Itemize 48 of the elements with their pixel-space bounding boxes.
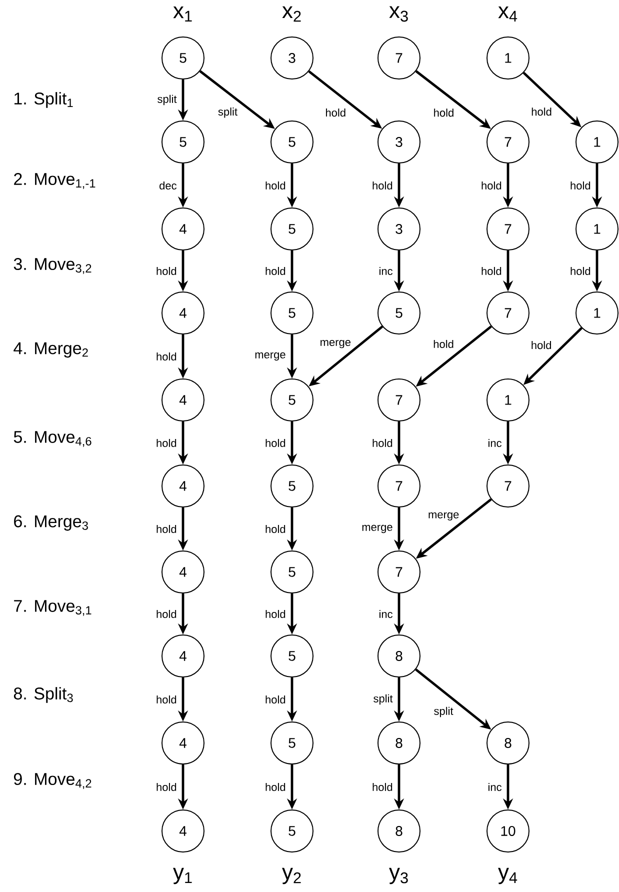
step-label: 7. Move$_{3,1}$ <box>14 600 92 616</box>
edge-label: hold <box>264 180 287 191</box>
edge-label: hold <box>324 108 348 118</box>
step-label: 3. Move$_{3,2}$ <box>14 258 92 274</box>
edge-label: hold <box>155 608 178 620</box>
edge-label: hold <box>155 694 178 705</box>
step-label: 9. Move$_{4,2}$ <box>14 773 92 789</box>
edge-label: hold <box>155 351 178 362</box>
step-label: 6. Merge$_{3}$ <box>14 515 88 531</box>
step-label: 5. Move$_{4,6}$ <box>14 431 92 447</box>
edge-label: hold <box>480 266 503 276</box>
edge-label: hold <box>371 438 394 448</box>
edge-label: hold <box>264 608 287 620</box>
edge-label: merge <box>254 351 287 362</box>
edge-label: hold <box>155 524 178 534</box>
edge-label: inc <box>378 608 394 620</box>
edge-label: hold <box>432 108 456 118</box>
edge-label: inc <box>378 266 394 276</box>
step-label: 2. Move$_{1,-1}$ <box>14 173 96 189</box>
edge-label: hold <box>155 266 178 276</box>
edge-label: hold <box>371 180 394 191</box>
step-label: 1. Split$_{1}$ <box>14 92 73 108</box>
edge-label: hold <box>264 266 287 276</box>
edge-label: split <box>216 106 238 119</box>
edge-label: dec <box>158 180 178 191</box>
edge-label: hold <box>155 438 178 448</box>
edge-label: hold <box>432 338 455 350</box>
edge-label: hold <box>264 782 287 792</box>
edge-label: inc <box>486 782 503 792</box>
edge-label: hold <box>371 782 394 792</box>
edge-label: merge <box>427 511 460 522</box>
edge-label: hold <box>264 524 287 534</box>
edge-label: hold <box>569 266 592 276</box>
edge-label: hold <box>569 180 592 191</box>
edge-label: hold <box>480 180 503 191</box>
edge-label: inc <box>486 438 503 448</box>
edge-label: hold <box>264 694 287 705</box>
edge-label: hold <box>530 340 553 350</box>
edge-label: merge <box>318 338 352 350</box>
edge-label: split <box>372 693 394 706</box>
edge-label: hold <box>264 438 287 448</box>
step-label: 8. Split$_{3}$ <box>14 687 73 703</box>
step-label: 4. Merge$_{2}$ <box>14 342 88 358</box>
edge-label: split <box>432 706 454 718</box>
edge-label: hold <box>155 782 178 792</box>
edge-label: hold <box>530 106 553 117</box>
edge-label: split <box>156 94 178 106</box>
edge-label: merge <box>360 524 394 534</box>
